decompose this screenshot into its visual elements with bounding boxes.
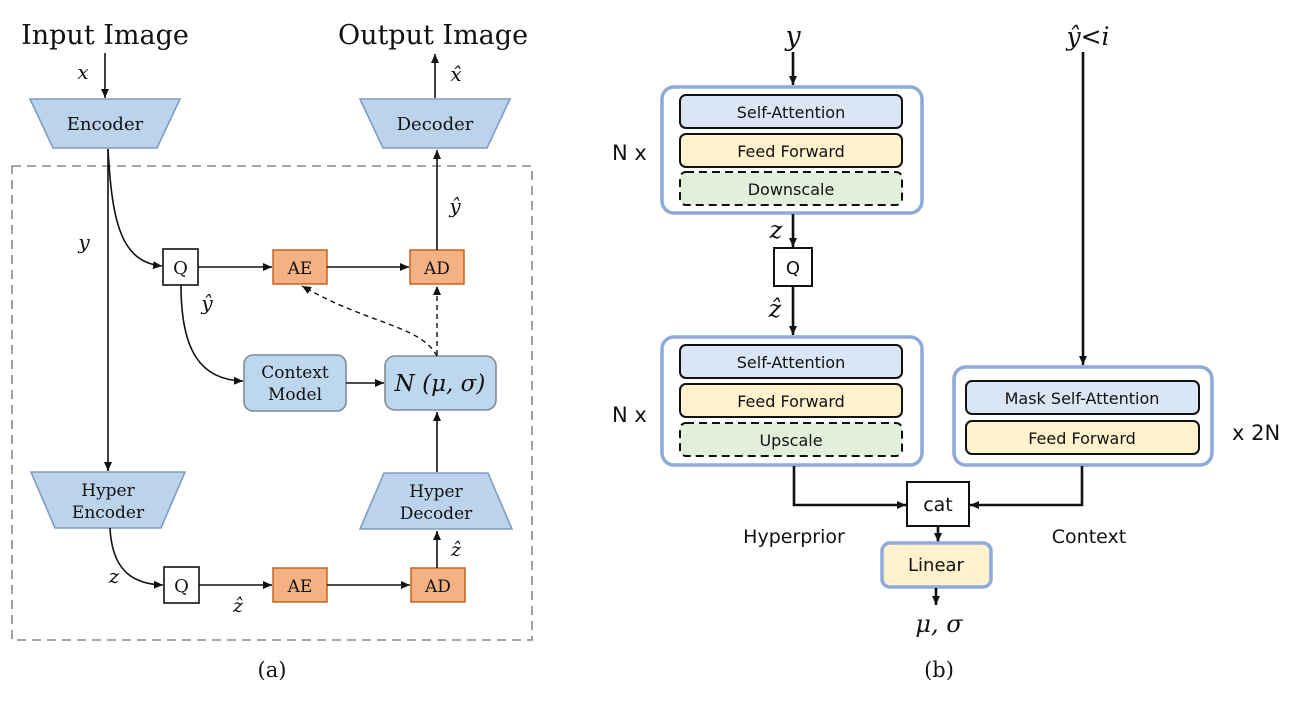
z-hat-symbol-before-hyper-decoder: ẑ: [450, 539, 462, 561]
lower-repeat-label: N x: [612, 403, 647, 427]
context-model-line2: Model: [268, 385, 322, 405]
upper-self-attention-block: [679, 94, 903, 129]
b-z-hat-symbol: ẑ: [768, 295, 782, 323]
gaussian-label: N (μ, σ): [394, 371, 486, 397]
output-image-label: Output Image: [338, 20, 528, 51]
b-y-hat-ctx-symbol: ŷ<i: [1065, 22, 1109, 51]
y-hat-symbol-after-q: ŷ: [200, 291, 213, 315]
linear-block: [880, 541, 993, 589]
mask-self-attention-block: [965, 380, 1200, 415]
concat-block: [906, 481, 970, 527]
arrow-hyper-encoder-to-quantizer: [109, 527, 164, 589]
hyper-encoder-line2: Encoder: [72, 503, 145, 523]
dashed-arrow-gaussian-to-ae: [301, 285, 438, 357]
lower-self-attention-label: Self-Attention: [737, 353, 845, 372]
x-hat-symbol: x̂: [450, 62, 461, 86]
lower-feed-forward-block: [679, 383, 903, 418]
gaussian-params-block: [384, 355, 497, 411]
hyper-decoder-line1: Hyper: [409, 482, 463, 502]
input-image-label: Input Image: [21, 20, 189, 51]
hyper-encoder-line1: Hyper: [81, 481, 135, 501]
quantizer-bottom-label: Q: [174, 576, 189, 597]
upper-self-attention-label: Self-Attention: [737, 103, 845, 122]
z-symbol: z: [108, 564, 120, 588]
decoder-block: [358, 98, 512, 149]
decoder-label: Decoder: [397, 114, 474, 135]
y-hat-symbol-before-decoder: ŷ: [448, 194, 461, 218]
arithmetic-decoder-bottom: [410, 567, 466, 603]
ae-bottom-label: AE: [287, 577, 313, 597]
panel-a: Input Image Output Image x Encoder Decod…: [11, 20, 533, 682]
context-label: Context: [1052, 526, 1126, 548]
arrow-quantizer-to-context: [180, 284, 244, 385]
context-feed-forward-label: Feed Forward: [1028, 429, 1136, 448]
b-quantizer-label: Q: [786, 258, 800, 279]
concat-label: cat: [923, 494, 953, 516]
hyper-decoder-block: [358, 472, 514, 530]
mask-self-attention-label: Mask Self-Attention: [1005, 389, 1160, 408]
hyper-encoder-block: [29, 471, 187, 529]
z-hat-symbol-after-q: ẑ: [232, 595, 244, 617]
upscale-block: [679, 422, 903, 457]
context-repeat-label: x 2N: [1232, 421, 1280, 445]
b-z-symbol: z: [769, 216, 783, 244]
arithmetic-encoder-bottom: [272, 567, 328, 603]
context-feed-forward-block: [965, 420, 1200, 455]
b-quantizer: [773, 247, 813, 287]
panel-a-caption: (a): [258, 658, 287, 682]
upper-feed-forward-label: Feed Forward: [737, 142, 845, 161]
downscale-label: Downscale: [748, 180, 835, 199]
b-arrow-hyperprior-to-cat: [792, 466, 906, 509]
lower-self-attention-block: [679, 344, 903, 379]
entropy-model-boundary: [11, 165, 533, 641]
panel-b: y Self-Attention Feed Forward Downscale …: [612, 21, 1280, 682]
downscale-block: [679, 171, 903, 206]
lower-feed-forward-label: Feed Forward: [737, 392, 845, 411]
context-model-line1: Context: [261, 363, 329, 383]
b-y-symbol: y: [784, 21, 801, 52]
upper-repeat-label: N x: [612, 141, 647, 165]
ae-top-label: AE: [287, 259, 313, 279]
linear-label: Linear: [908, 555, 965, 576]
b-output-symbol: μ, σ: [915, 610, 963, 638]
upscale-label: Upscale: [759, 431, 822, 450]
hyper-decoder-line2: Decoder: [400, 504, 473, 524]
ad-top-label: AD: [423, 259, 450, 279]
hyperprior-label: Hyperprior: [743, 526, 845, 548]
quantizer-top-label: Q: [173, 258, 188, 279]
upper-feed-forward-block: [679, 133, 903, 168]
panel-b-caption: (b): [924, 658, 954, 682]
y-symbol: y: [77, 230, 90, 254]
arithmetic-encoder-top: [272, 249, 328, 285]
b-arrow-context-to-cat: [970, 466, 1084, 509]
encoder-block: [28, 98, 182, 149]
x-symbol: x: [77, 60, 88, 84]
encoder-label: Encoder: [67, 114, 144, 135]
arrow-encoder-to-quantizer: [107, 148, 163, 270]
ad-bottom-label: AD: [424, 577, 451, 597]
